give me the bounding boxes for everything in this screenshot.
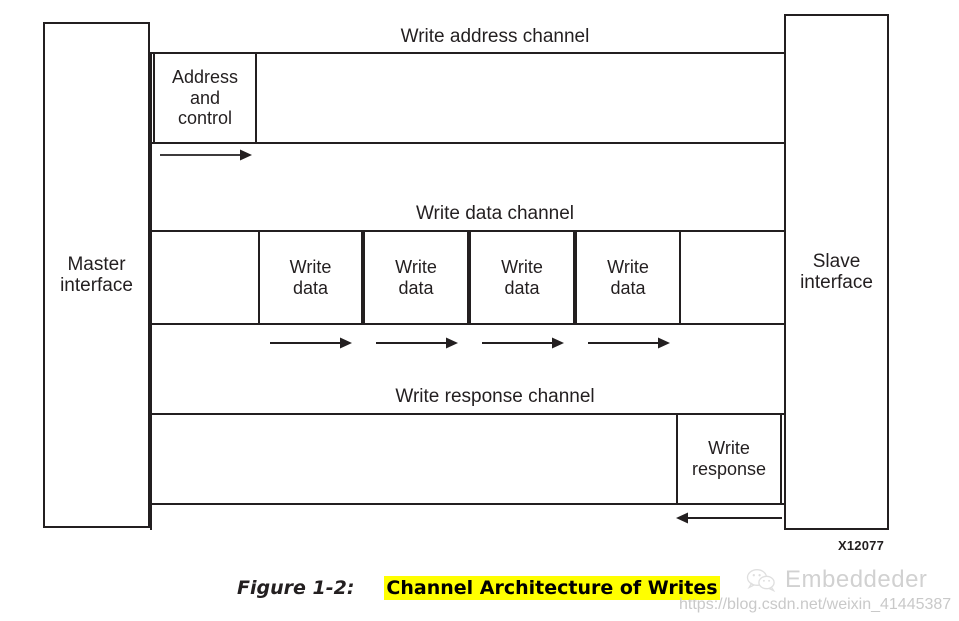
watermark-url: https://blog.csdn.net/weixin_41445387 [679, 596, 952, 613]
slave-interface-label-line2: interface [800, 272, 873, 293]
write-response-line2: response [691, 459, 767, 479]
write-response-lower-left-edge [150, 505, 153, 530]
write-response-cell: Write response [676, 415, 782, 503]
address-and-control-line2: and [189, 87, 221, 108]
figure-title: Channel Architecture of Writes [384, 576, 720, 600]
write-response-channel-label: Write response channel [395, 386, 595, 407]
write-data-lower-left-edge [150, 325, 153, 413]
write-data-cell-2: Write data [363, 232, 469, 323]
write-data-arrow-1 [270, 335, 352, 351]
figure-number: Figure 1-2: [237, 577, 355, 599]
write-data-channel-label: Write data channel [415, 203, 575, 224]
address-and-control-line1: Address [171, 66, 239, 87]
write-data-cell-3-line1: Write [501, 256, 543, 277]
figure-part-number: X12077 [838, 538, 885, 553]
slave-interface-label-line1: Slave [812, 250, 861, 272]
write-data-arrow-4 [588, 335, 670, 351]
master-interface-label-line1: Master [67, 253, 126, 275]
write-data-arrow-2 [376, 335, 458, 351]
write-data-cell-1: Write data [258, 232, 363, 323]
master-interface-label-line2: interface [60, 275, 133, 296]
write-data-cell-4-line1: Write [607, 256, 649, 277]
write-response-line1: Write [708, 438, 750, 459]
write-data-cell-1-line1: Write [289, 256, 332, 277]
watermark-brand: Embeddeder [746, 566, 927, 594]
write-response-arrow-1 [676, 510, 782, 526]
write-data-cell-4-line2: data [610, 277, 646, 298]
write-data-cell-2-line1: Write [395, 256, 437, 277]
write-data-cell-4: Write data [575, 232, 681, 323]
master-interface-box: Master interface [43, 22, 150, 528]
write-data-cell-3: Write data [469, 232, 575, 323]
write-address-channel-label: Write address channel [400, 26, 590, 47]
write-response-band-left-edge [150, 413, 153, 505]
write-data-band-left-edge [150, 230, 153, 325]
write-address-arrow-1 [160, 147, 252, 163]
write-address-lower-left-edge [150, 144, 153, 230]
write-address-band-left-edge [150, 52, 153, 144]
write-data-arrow-3 [482, 335, 564, 351]
address-and-control-cell: Address and control [153, 54, 257, 142]
figure-caption: Figure 1-2: Channel Architecture of Writ… [237, 576, 720, 600]
write-data-cell-1-line2: data [292, 277, 329, 298]
write-data-cell-3-line2: data [504, 277, 540, 298]
slave-interface-box: Slave interface [784, 14, 889, 530]
wechat-icon [746, 568, 776, 593]
write-data-cell-2-line2: data [398, 277, 434, 298]
watermark-brand-name: Embeddeder [785, 566, 928, 593]
address-and-control-line3: control [177, 108, 232, 129]
